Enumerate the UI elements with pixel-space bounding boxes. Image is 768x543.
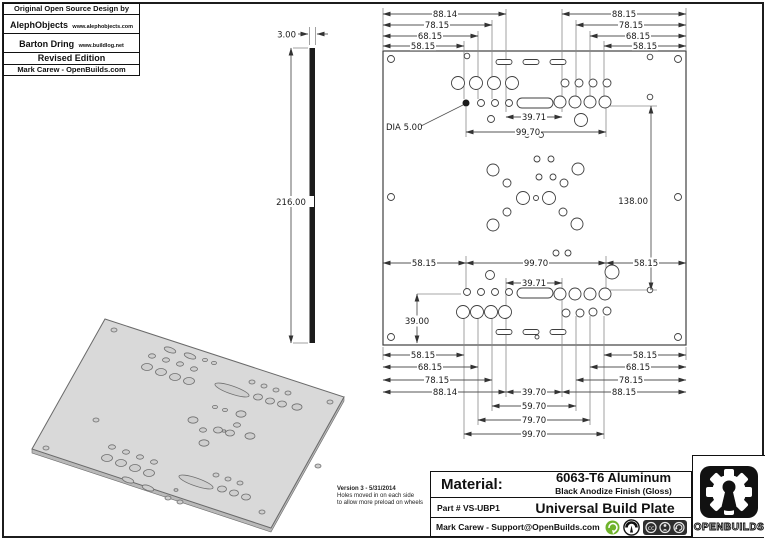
contact-row: Mark Carew - Support@OpenBuilds.com cc — [431, 518, 691, 536]
version-note-line3: to allow more preload on wheels — [337, 500, 424, 506]
svg-text:88.14: 88.14 — [433, 10, 457, 20]
credit-line-2: AlephObjects www.alephobjects.com — [4, 15, 139, 34]
svg-text:78.15: 78.15 — [619, 376, 643, 386]
top-left-dims: 88.14 78.15 68.15 58.15 — [382, 8, 507, 52]
material-alloy: 6063-T6 Aluminum — [555, 470, 672, 485]
plate-3d-face — [31, 318, 345, 529]
sheet-border — [2, 2, 764, 538]
svg-text:68.15: 68.15 — [418, 32, 442, 42]
part-name: Universal Build Plate — [535, 499, 675, 516]
isometric-view — [31, 318, 345, 533]
upper-dims: 39.71 99.70 — [465, 111, 607, 138]
svg-text:cc: cc — [648, 524, 655, 531]
top-view: 88.14 78.15 68.15 58.15 88.15 78.15 68.1… — [382, 8, 687, 440]
contact-info[interactable]: Mark Carew - Support@OpenBuilds.com — [436, 522, 600, 532]
version-note: Version 3 - 5/31/2014 Holes moved in on … — [337, 486, 433, 507]
openbuilds-logo[interactable]: OPENBUILDS — [693, 456, 765, 537]
dia-5-hole — [462, 99, 470, 107]
svg-text:59.70: 59.70 — [522, 402, 546, 412]
svg-text:58.15: 58.15 — [633, 42, 657, 52]
dia-note-label: DIA 5.00 — [386, 123, 423, 133]
brand-wordmark: OPENBUILDS — [694, 522, 765, 533]
part-number: Part # VS-UBP1 — [437, 502, 500, 513]
svg-text:68.15: 68.15 — [626, 363, 650, 373]
side-view: 3.00 216.00 — [268, 27, 328, 344]
svg-text:138.00: 138.00 — [618, 197, 648, 207]
svg-text:39.71: 39.71 — [522, 279, 546, 289]
svg-text:39.70: 39.70 — [522, 388, 546, 398]
length-dim-label: 216.00 — [276, 198, 306, 208]
svg-text:78.15: 78.15 — [425, 376, 449, 386]
svg-text:58.15: 58.15 — [633, 351, 657, 361]
credit-line-5: Mark Carew - OpenBuilds.com — [17, 65, 126, 74]
designer1-name: AlephObjects — [9, 20, 68, 30]
bottom-right-dims: 58.15 68.15 78.15 88.15 — [561, 349, 687, 398]
vertical-offset-dim: 39.00 — [400, 293, 434, 344]
eco-recycle-icon — [605, 520, 620, 534]
svg-text:39.00: 39.00 — [405, 317, 429, 327]
version-note-line2: Holes moved in on each side — [337, 493, 415, 499]
svg-text:58.15: 58.15 — [634, 259, 658, 269]
openbuilds-gear-keyhole-icon — [706, 469, 752, 515]
svg-text:58.15: 58.15 — [411, 42, 435, 52]
svg-text:78.15: 78.15 — [619, 21, 643, 31]
design-credit-block: Original Open Source Design by AlephObje… — [3, 3, 140, 76]
brand-cell: OPENBUILDS — [692, 455, 765, 537]
svg-text:88.14: 88.14 — [433, 388, 457, 398]
designer1-url[interactable]: www.alephobjects.com — [72, 24, 134, 30]
open-hardware-meter-icon — [623, 518, 640, 536]
thickness-dim-label: 3.00 — [277, 31, 296, 41]
plate-edge-profile — [309, 48, 315, 343]
material-label: Material: — [441, 476, 503, 493]
credit-line-4: Revised Edition — [4, 53, 139, 65]
svg-text:99.70: 99.70 — [516, 128, 540, 138]
title-block: Material: 6063-T6 Aluminum Black Anodize… — [430, 471, 692, 537]
designer2-url[interactable]: www.buildlog.net — [78, 43, 124, 49]
svg-text:88.15: 88.15 — [612, 10, 636, 20]
svg-text:99.70: 99.70 — [524, 259, 548, 269]
part-row: Part # VS-UBP1 Universal Build Plate — [431, 498, 691, 518]
svg-text:99.70: 99.70 — [522, 430, 546, 440]
bottom-left-dims: 58.15 68.15 78.15 88.14 — [382, 349, 507, 398]
svg-text:88.15: 88.15 — [612, 388, 636, 398]
designer2-name: Barton Dring — [19, 39, 75, 49]
svg-text:78.15: 78.15 — [425, 21, 449, 31]
svg-text:58.15: 58.15 — [411, 351, 435, 361]
material-finish: Black Anodize Finish (Gloss) — [555, 486, 672, 496]
material-value: 6063-T6 Aluminum Black Anodize Finish (G… — [536, 470, 691, 497]
lower-slot-dim: 39.71 — [505, 277, 563, 289]
svg-text:79.70: 79.70 — [522, 416, 546, 426]
bottom-center-dims: 39.70 59.70 79.70 99.70 — [463, 386, 605, 440]
top-right-dims: 88.15 78.15 68.15 58.15 — [561, 8, 687, 52]
svg-text:39.71: 39.71 — [522, 113, 546, 123]
material-row: Material: 6063-T6 Aluminum Black Anodize… — [431, 470, 691, 498]
credit-line-3: Barton Dring www.buildlog.net — [4, 34, 139, 53]
middle-dims: 58.15 99.70 58.15 — [382, 257, 687, 269]
version-line: Version 3 - 5/31/2014 — [337, 486, 396, 492]
license-badges: cc — [605, 518, 691, 536]
creative-commons-by-sa-icon: cc — [643, 519, 687, 535]
credit-line-1: Original Open Source Design by — [4, 4, 139, 15]
iso-holes — [42, 327, 334, 515]
svg-text:68.15: 68.15 — [626, 32, 650, 42]
svg-text:58.15: 58.15 — [412, 259, 436, 269]
dia-note: DIA 5.00 — [386, 104, 464, 133]
svg-text:68.15: 68.15 — [418, 363, 442, 373]
